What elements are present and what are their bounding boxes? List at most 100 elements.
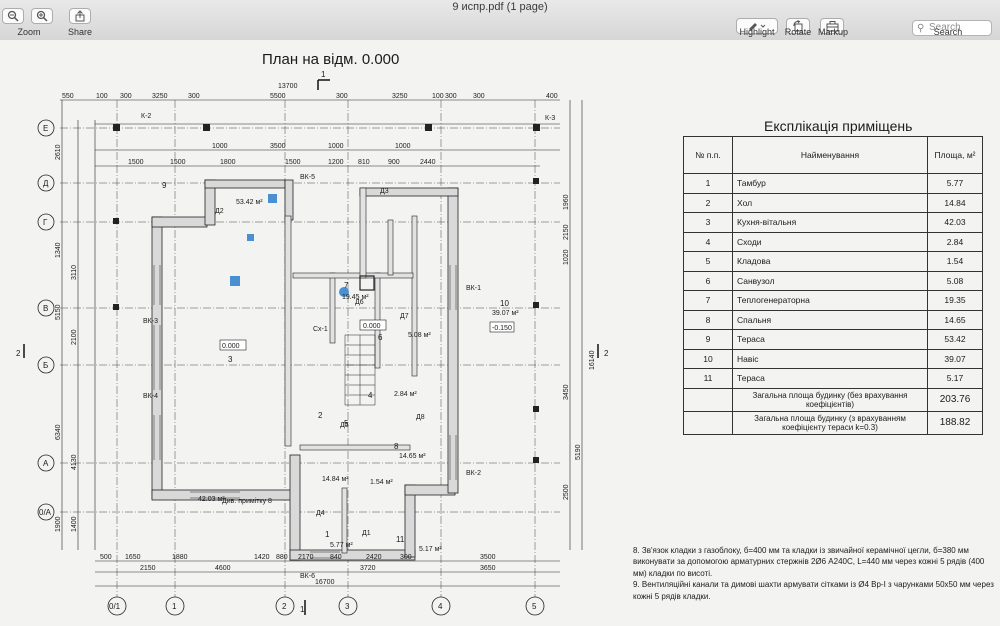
plan-label: Д8 bbox=[416, 414, 425, 421]
header-area: Площа, м² bbox=[927, 136, 983, 174]
row-name: Навіс bbox=[732, 348, 928, 369]
plan-label: Д2 bbox=[215, 208, 224, 215]
row-num: 10 bbox=[683, 348, 733, 369]
dimension-label: 810 bbox=[358, 159, 370, 166]
dimension-label: 1960 bbox=[563, 194, 570, 210]
share-button[interactable] bbox=[69, 8, 91, 24]
axis-letter: А bbox=[43, 459, 49, 468]
row-num: 11 bbox=[683, 368, 733, 389]
zoom-out-icon bbox=[7, 10, 19, 22]
room-area: 5.08 м² bbox=[408, 332, 431, 339]
dimension-label: 5150 bbox=[55, 304, 62, 320]
zoom-in-button[interactable] bbox=[31, 8, 53, 24]
axis-letter: Е bbox=[43, 124, 48, 133]
floor-plan-drawing: ЕДГВБА0/А0/11234512215501003003250300550… bbox=[16, 70, 609, 616]
room-number: 3 bbox=[228, 355, 233, 364]
dimension-label: 1340 bbox=[55, 242, 62, 258]
dimension-label: 2150 bbox=[563, 224, 570, 240]
room-area: 53.42 м² bbox=[236, 199, 263, 206]
dimension-label: 16140 bbox=[589, 350, 596, 370]
room-number: 6 bbox=[378, 333, 383, 342]
toolbar: 9 испр.pdf (1 page) Zoom Share Highlight… bbox=[0, 0, 1000, 41]
plan-label: ВК-1 bbox=[466, 285, 481, 292]
dimension-label: 1500 bbox=[170, 159, 186, 166]
share-label: Share bbox=[67, 27, 93, 37]
total-value: 203.76 bbox=[927, 387, 983, 412]
row-num: 1 bbox=[683, 173, 733, 194]
rotate-button[interactable] bbox=[786, 18, 810, 34]
dimension-label: 4130 bbox=[71, 454, 78, 470]
dimension-label: 2610 bbox=[55, 144, 62, 160]
plan-label: К-3 bbox=[545, 115, 555, 122]
section-mark: 1 bbox=[300, 605, 305, 614]
row-num: 4 bbox=[683, 231, 733, 252]
dimension-total: 16700 bbox=[315, 579, 335, 586]
dimension-label: 4600 bbox=[215, 565, 231, 572]
toolbox-icon bbox=[826, 21, 838, 32]
plan-label: Див. примітку 8 bbox=[222, 497, 272, 505]
total-label: Загальна площа будинку (з врахуванням ко… bbox=[732, 410, 928, 435]
zoom-out-button[interactable] bbox=[2, 8, 24, 24]
dimension-label: 400 bbox=[546, 93, 558, 100]
dimension-total: 13700 bbox=[278, 83, 298, 90]
plan-label: Д7 bbox=[400, 313, 409, 320]
dimension-label: 3250 bbox=[392, 93, 408, 100]
room-number: 10 bbox=[500, 299, 509, 308]
dimension-label: 6340 bbox=[55, 424, 62, 440]
dimension-label: 3720 bbox=[360, 565, 376, 572]
highlight-button[interactable] bbox=[736, 18, 778, 34]
explication-title: Експлікація приміщень bbox=[764, 118, 913, 134]
dimension-label: 1420 bbox=[254, 554, 270, 561]
dimension-label: 1880 bbox=[172, 554, 188, 561]
dimension-label: 300 bbox=[473, 93, 485, 100]
row-area: 2.84 bbox=[927, 231, 983, 252]
row-area: 19.35 bbox=[927, 290, 983, 311]
markup-button[interactable] bbox=[820, 18, 844, 34]
row-name: Тамбур bbox=[732, 173, 928, 194]
room-number: 2 bbox=[318, 411, 323, 420]
highlighter-icon bbox=[749, 23, 766, 31]
plan-label: Д4 bbox=[316, 510, 325, 517]
row-area: 14.65 bbox=[927, 309, 983, 330]
plan-label: ВК-2 bbox=[466, 470, 481, 477]
row-area: 53.42 bbox=[927, 329, 983, 350]
dimension-label: 1000 bbox=[395, 143, 411, 150]
search-input[interactable]: ⚲ Search bbox=[912, 20, 992, 36]
dimension-label: 1500 bbox=[285, 159, 301, 166]
dimension-label: 1200 bbox=[328, 159, 344, 166]
row-name: Кухня-вітальня bbox=[732, 212, 928, 233]
axis-number: 0/1 bbox=[109, 602, 121, 611]
header-name: Найменування bbox=[732, 136, 928, 174]
dimension-label: 1900 bbox=[55, 516, 62, 532]
dimension-label: 550 bbox=[62, 93, 74, 100]
axis-number: 5 bbox=[532, 602, 537, 611]
row-area: 39.07 bbox=[927, 348, 983, 369]
dimension-label: 3450 bbox=[563, 384, 570, 400]
total-row: Загальна площа будинку (без врахування к… bbox=[683, 387, 983, 412]
section-mark: 2 bbox=[604, 349, 609, 358]
row-name: Санвузол bbox=[732, 270, 928, 291]
dimension-label: 1020 bbox=[563, 249, 570, 265]
room-area: 14.84 м² bbox=[322, 476, 349, 483]
dimension-label: 900 bbox=[388, 159, 400, 166]
row-area: 5.17 bbox=[927, 368, 983, 389]
rotate-label: Rotate bbox=[784, 27, 812, 37]
plan-label: ВК-6 bbox=[300, 573, 315, 580]
total-value: 188.82 bbox=[927, 410, 983, 435]
search-label: Search bbox=[933, 27, 963, 37]
dimension-label: 2440 bbox=[420, 159, 436, 166]
plan-label: К-2 bbox=[141, 113, 151, 120]
axis-number: 4 bbox=[438, 602, 443, 611]
search-placeholder: Search bbox=[929, 22, 961, 33]
row-name: Сходи bbox=[732, 231, 928, 252]
plan-label: Д1 bbox=[362, 530, 371, 537]
dimension-label: 2170 bbox=[298, 554, 314, 561]
row-name: Спальня bbox=[732, 309, 928, 330]
dimension-label: 1000 bbox=[212, 143, 228, 150]
